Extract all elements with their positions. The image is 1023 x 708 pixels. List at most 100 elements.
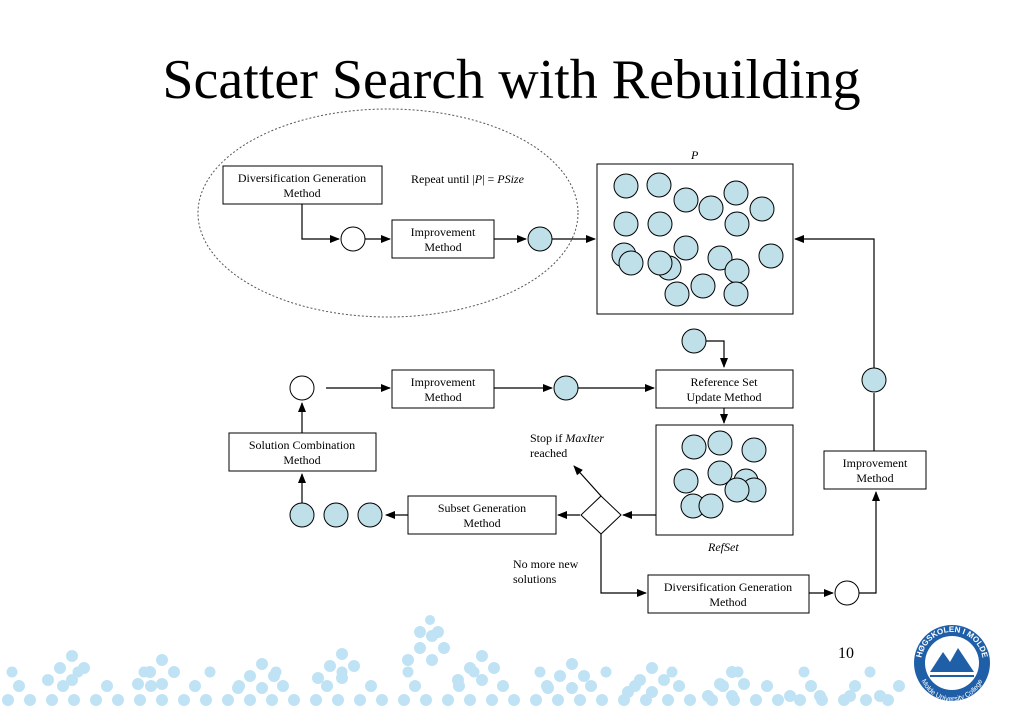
- decor-dot: [578, 670, 590, 682]
- decor-dot: [666, 666, 678, 678]
- decor-dot: [432, 626, 444, 638]
- solution-circle: [681, 328, 707, 354]
- decor-dot: [554, 670, 566, 682]
- decor-dot: [662, 694, 674, 706]
- refset-label: RefSet: [707, 540, 739, 554]
- decor-dot: [738, 678, 750, 690]
- subset-gen-box: Subset Generation Method: [407, 495, 557, 535]
- solution-circle: [323, 502, 349, 528]
- decor-dot: [46, 694, 58, 706]
- refset-solutions: [673, 430, 767, 519]
- decor-dot: [13, 680, 25, 692]
- decor-dot: [464, 694, 476, 706]
- div-gen-bottom-box: Diversification Generation Method: [647, 574, 810, 614]
- decor-dot: [464, 662, 476, 674]
- decor-dot: [54, 662, 66, 674]
- decor-dot: [78, 662, 90, 674]
- svg-text:Method: Method: [856, 471, 893, 485]
- empty-solution: [834, 580, 860, 606]
- decor-dot: [684, 694, 696, 706]
- decor-dot: [893, 680, 905, 692]
- decor-dot: [414, 626, 426, 638]
- decor-dot: [398, 694, 410, 706]
- decor-dot: [268, 670, 280, 682]
- decor-dot: [232, 682, 244, 694]
- div-gen-top-box: Diversification Generation Method: [222, 165, 383, 205]
- decor-dot: [402, 666, 414, 678]
- decorative-dot-pattern: [2, 615, 905, 706]
- decor-dot: [425, 615, 435, 625]
- decor-dot: [702, 690, 714, 702]
- decor-dot: [488, 662, 500, 674]
- decor-dot: [860, 694, 872, 706]
- decor-dot: [414, 642, 426, 654]
- decor-dot: [244, 694, 256, 706]
- decor-dot: [476, 674, 488, 686]
- decor-dot: [145, 680, 157, 692]
- decor-dot: [622, 686, 634, 698]
- decor-dot: [288, 694, 300, 706]
- stop-reached-label: reached: [530, 446, 567, 460]
- decor-dot: [200, 694, 212, 706]
- decor-dot: [442, 694, 454, 706]
- decor-dot: [204, 666, 216, 678]
- decor-dot: [365, 680, 377, 692]
- svg-text:Update Method: Update Method: [687, 390, 762, 404]
- decor-dot: [336, 648, 348, 660]
- decor-dot: [600, 666, 612, 678]
- no-more-label-line1: No more new: [513, 557, 579, 571]
- improve-right-box: Improvement Method: [823, 450, 927, 490]
- decor-dot: [486, 694, 498, 706]
- decor-dot: [222, 694, 234, 706]
- decor-dot: [409, 680, 421, 692]
- decor-dot: [566, 658, 578, 670]
- decor-dot: [497, 680, 509, 692]
- page-title: Scatter Search with Rebuilding: [162, 49, 861, 111]
- decor-dot: [673, 680, 685, 692]
- decor-dot: [24, 694, 36, 706]
- decor-dot: [178, 694, 190, 706]
- decor-dot: [552, 694, 564, 706]
- svg-text:Method: Method: [283, 453, 320, 467]
- svg-text:Improvement: Improvement: [411, 375, 476, 389]
- decor-dot: [814, 690, 826, 702]
- svg-text:Solution Combination: Solution Combination: [249, 438, 355, 452]
- p-label: P: [690, 148, 699, 162]
- decor-dot: [585, 680, 597, 692]
- decor-dot: [156, 678, 168, 690]
- decor-dot: [438, 642, 450, 654]
- decor-dot: [2, 694, 14, 706]
- decor-dot: [530, 694, 542, 706]
- empty-solution: [340, 226, 366, 252]
- decor-dot: [566, 682, 578, 694]
- solution-circle: [289, 502, 315, 528]
- decor-dot: [266, 694, 278, 706]
- solution-circle: [861, 367, 887, 393]
- decor-dot: [66, 650, 78, 662]
- decor-dot: [354, 694, 366, 706]
- decor-dot: [402, 654, 414, 666]
- decor-dot: [144, 666, 156, 678]
- decor-dot: [256, 658, 268, 670]
- decor-dot: [376, 694, 388, 706]
- decor-dot: [324, 660, 336, 672]
- decor-dot: [726, 690, 738, 702]
- decor-dot: [277, 680, 289, 692]
- svg-text:Improvement: Improvement: [843, 456, 908, 470]
- decor-dot: [256, 682, 268, 694]
- decor-dot: [508, 694, 520, 706]
- decor-dot: [714, 678, 726, 690]
- decor-dot: [849, 680, 861, 692]
- population-solutions: [611, 172, 784, 307]
- svg-text:Reference Set: Reference Set: [691, 375, 759, 389]
- svg-text:Method: Method: [283, 186, 320, 200]
- decor-dot: [452, 674, 464, 686]
- decor-dot: [534, 666, 546, 678]
- decor-dot: [112, 694, 124, 706]
- no-more-label-line2: solutions: [513, 572, 557, 586]
- refset-update-box: Reference Set Update Method: [655, 369, 794, 409]
- decor-dot: [168, 666, 180, 678]
- svg-text:Subset Generation: Subset Generation: [438, 501, 526, 515]
- empty-solution: [289, 375, 315, 401]
